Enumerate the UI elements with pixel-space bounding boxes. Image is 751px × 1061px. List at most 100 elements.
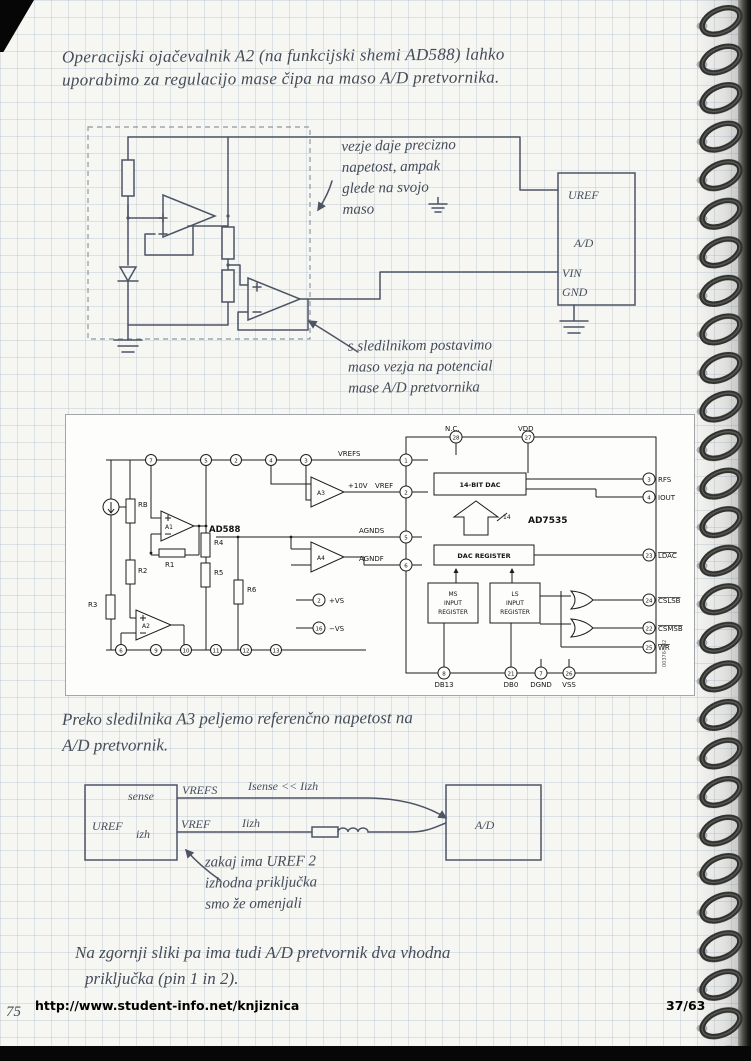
- a4-label: A4: [317, 555, 325, 562]
- ad7535-name: AD7535: [528, 516, 568, 526]
- pin-number: 24: [646, 599, 653, 605]
- wr-label: WR: [658, 644, 670, 652]
- sense-label: sense: [128, 789, 155, 803]
- mid-paragraph: Preko sledilnika A3 peljemo referenčno n…: [62, 705, 413, 759]
- pin-number: 7: [149, 459, 153, 465]
- r3-label: R3: [88, 601, 97, 609]
- pin-number: 26: [566, 672, 573, 678]
- pin-number: 12: [243, 649, 250, 655]
- hand-drawn-regulator-circuit: UREF A/D VIN GND: [87, 126, 636, 353]
- ms-register-line: REGISTER: [438, 609, 468, 616]
- a2-label: A2: [142, 623, 150, 630]
- intro-line-2: uporabimo za regulacijo mase čipa na mas…: [62, 67, 500, 90]
- bottom-paragraph: Na zgornji sliki pa ima tudi A/D pretvor…: [75, 940, 450, 992]
- pin-number: 22: [646, 627, 653, 633]
- pin-number: 4: [269, 459, 273, 465]
- note-voltage-line-1: vezje daje precizno: [341, 137, 456, 156]
- intro-paragraph: Operacijski ojačevalnik A2 (na funkcijsk…: [62, 42, 505, 91]
- note-uref-line-1: zakaj ima UREF 2: [204, 853, 317, 871]
- vdd-label: VDD: [518, 425, 534, 433]
- mid-line-1: Preko sledilnika A3 peljemo referenčno n…: [61, 708, 413, 729]
- adc-uref-label: UREF: [568, 188, 599, 202]
- ad588-name: AD588: [209, 525, 240, 535]
- cslsb-label: CSLSB: [658, 597, 681, 605]
- dgnd-label: DGND: [530, 681, 551, 689]
- note-follower-line-2: maso vezja na potencial: [347, 358, 493, 376]
- csmsb-label: CSMSB: [658, 625, 683, 633]
- datasheet-figure: 7 5 2 4 3 6 9 10 11 12 13 RB A1 AD588 R1…: [65, 414, 695, 696]
- rfs-label: RFS: [658, 476, 672, 484]
- r4-label: R4: [214, 539, 224, 547]
- vref-label: VREF: [375, 482, 393, 490]
- pin-number: 28: [453, 436, 460, 442]
- figure-side-code: 00376-982: [662, 640, 668, 667]
- hand-drawn-follower-diagram: UREF sense izh VREFS Isense << Iizh VREF…: [84, 779, 542, 881]
- plus-vs-label: +VS: [329, 597, 345, 605]
- adc-name-label: A/D: [573, 236, 594, 250]
- scan-bottom-artifact: [0, 1046, 751, 1061]
- handwritten-page-number: 75: [6, 1004, 21, 1020]
- follower-labels: UREF sense izh VREFS Isense << Iizh VREF…: [92, 779, 495, 841]
- pin-number: 8: [442, 672, 446, 678]
- db13-label: DB13: [434, 681, 453, 689]
- ls-register-line: LS: [511, 591, 518, 598]
- r5-label: R5: [214, 569, 223, 577]
- pin-number: 11: [213, 649, 220, 655]
- r6-label: R6: [247, 586, 257, 594]
- pin-number: 3: [647, 478, 651, 484]
- r2-label: R2: [138, 567, 147, 575]
- pin-number: 10: [183, 649, 190, 655]
- circuit-wires: [87, 126, 636, 353]
- agnds-label: AGNDS: [359, 527, 385, 535]
- pin-number: 4: [647, 496, 651, 502]
- pin-number: 23: [646, 554, 653, 560]
- pin-number: 6: [404, 564, 408, 570]
- note-voltage-line-2: napetost, ampak: [341, 158, 441, 176]
- isense-note-label: Isense << Iizh: [247, 779, 318, 793]
- pin-number: 3: [304, 459, 308, 465]
- ls-register-line: INPUT: [506, 600, 524, 607]
- datasheet-schematic: 7 5 2 4 3 6 9 10 11 12 13 RB A1 AD588 R1…: [88, 425, 683, 689]
- pin-number: 9: [154, 649, 158, 655]
- note-uref-outputs: zakaj ima UREF 2 izhodna priključka smo …: [205, 851, 318, 915]
- agndf-label: AGNDF: [359, 555, 384, 563]
- nc-label: N.C.: [445, 425, 460, 433]
- follower-wires: [84, 784, 542, 881]
- ms-register-line: MS: [449, 591, 458, 598]
- iizh-label: Iizh: [241, 816, 260, 830]
- pin-number: 1: [404, 459, 408, 465]
- vrefs-label: VREFS: [338, 450, 361, 458]
- ground-symbol-icon: [428, 197, 448, 213]
- dac-box-label: 14-BIT DAC: [459, 481, 500, 489]
- ad588-section: [102, 454, 400, 656]
- ms-register-line: INPUT: [444, 600, 462, 607]
- note-uref-line-3: smo že omenjali: [205, 895, 302, 913]
- note-follower-line-3: mase A/D pretvornika: [348, 379, 480, 397]
- plus10v-label: +10V: [348, 482, 368, 490]
- note-follower-line-1: s sledilnikom postavimo: [347, 337, 493, 355]
- vrefs-wire-label: VREFS: [182, 783, 217, 797]
- bottom-line-1: Na zgornji sliki pa ima tudi A/D pretvor…: [75, 943, 451, 962]
- pin-number: 6: [119, 649, 123, 655]
- vss-label: VSS: [562, 681, 576, 689]
- rb-label: RB: [138, 501, 148, 509]
- pin-number: 25: [646, 646, 653, 652]
- spiral-binding: [688, 0, 751, 1061]
- scan-corner-artifact: [0, 0, 34, 52]
- iout-label: IOUT: [658, 494, 676, 502]
- circuit-labels: UREF A/D VIN GND: [562, 188, 599, 299]
- adc-gnd-label: GND: [562, 285, 588, 299]
- izh-label: izh: [136, 827, 150, 841]
- pin-number: 21: [508, 672, 515, 678]
- pin-number: 13: [273, 649, 280, 655]
- pin-number: 16: [316, 627, 323, 633]
- pin-number: 2: [317, 599, 321, 605]
- ls-register-line: REGISTER: [500, 609, 530, 616]
- pin-number: 5: [404, 536, 408, 542]
- pin-number: 2: [234, 459, 238, 465]
- ad7535-section: [399, 430, 657, 680]
- adc-vin-label: VIN: [562, 266, 582, 280]
- footer-url: http://www.student-info.net/knjiznica: [35, 998, 300, 1013]
- mid-line-2: A/D pretvornik.: [62, 735, 169, 755]
